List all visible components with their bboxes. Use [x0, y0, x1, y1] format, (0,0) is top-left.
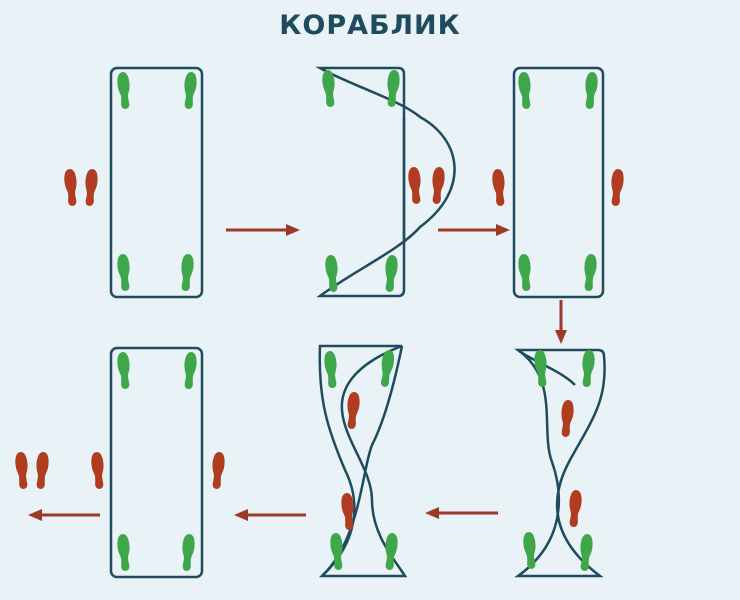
arrow-icon: [555, 300, 567, 344]
red-footprint-icon: [407, 166, 423, 205]
green-footprint-icon: [182, 351, 198, 390]
arrow-icon: [438, 224, 510, 236]
red-footprint-icon: [34, 451, 50, 490]
step-5-inner-curve: [517, 349, 576, 386]
green-footprint-icon: [583, 71, 599, 110]
green-footprint-icon: [180, 533, 196, 572]
red-footprint-icon: [345, 391, 361, 430]
red-footprint-icon: [491, 168, 507, 207]
green-footprint-icon: [517, 71, 533, 110]
green-footprint-icon: [323, 350, 339, 389]
green-footprint-icon: [116, 253, 132, 292]
step-1-outline: [109, 66, 204, 299]
green-footprint-icon: [517, 253, 533, 292]
red-footprint-icon: [90, 451, 106, 490]
step-2-outline: [315, 66, 456, 298]
green-footprint-icon: [522, 531, 538, 570]
red-footprint-icon: [559, 399, 575, 438]
red-footprint-icon: [430, 166, 446, 205]
green-footprint-icon: [116, 71, 132, 110]
arrow-icon: [425, 507, 498, 519]
red-footprint-icon: [567, 489, 583, 528]
red-footprint-icon: [14, 451, 30, 490]
green-footprint-icon: [383, 254, 399, 293]
green-footprint-icon: [179, 253, 195, 292]
step-4-inner-curve: [321, 345, 404, 577]
green-footprint-icon: [578, 533, 594, 572]
arrow-icon: [226, 224, 300, 236]
page-title: КОРАБЛИК: [279, 10, 461, 41]
arrow-icon: [234, 509, 306, 521]
green-footprint-icon: [385, 69, 401, 108]
red-footprint-icon: [609, 168, 625, 207]
step-3-outline: [512, 66, 605, 299]
step-5-outline: [514, 348, 606, 578]
green-footprint-icon: [580, 349, 596, 388]
green-footprint-icon: [324, 254, 340, 293]
green-footprint-icon: [182, 71, 198, 110]
arrow-icon: [28, 509, 100, 521]
green-footprint-icon: [116, 351, 132, 390]
green-footprint-icon: [116, 533, 132, 572]
red-footprint-icon: [83, 168, 99, 207]
step-6-outline: [109, 346, 204, 579]
green-footprint-icon: [582, 253, 598, 292]
red-footprint-icon: [63, 168, 79, 207]
red-footprint-icon: [210, 451, 226, 490]
